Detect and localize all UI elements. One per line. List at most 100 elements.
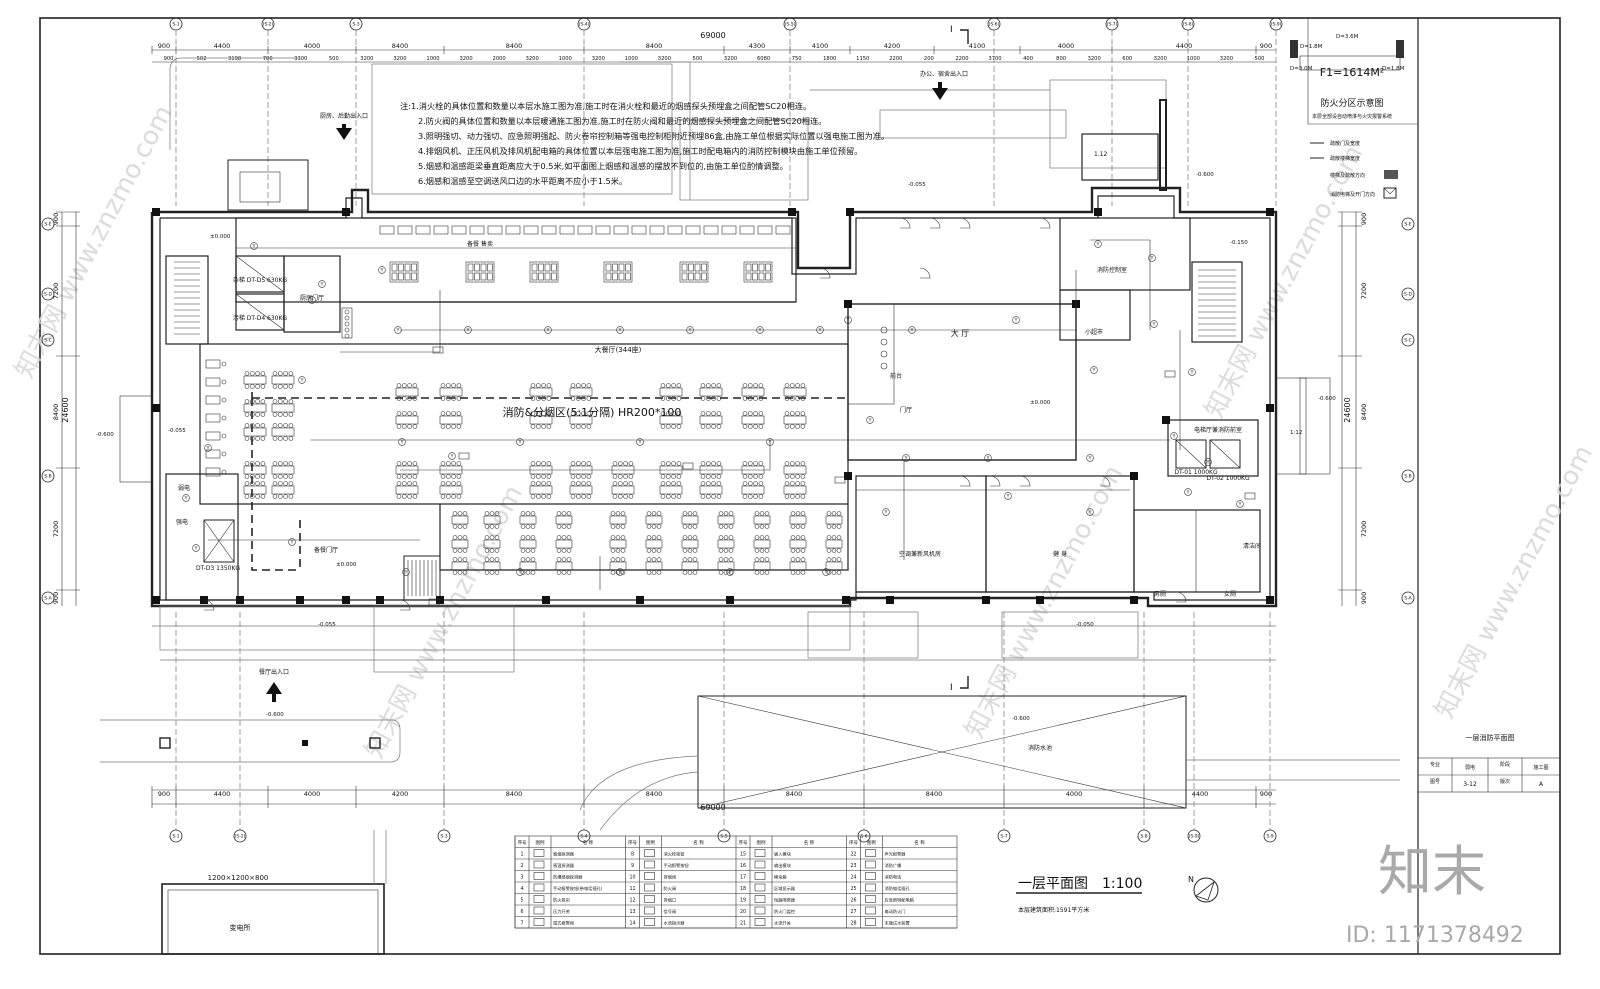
kitchen-counter bbox=[469, 225, 485, 235]
svg-text:专业: 专业 bbox=[1430, 761, 1440, 768]
svg-text:Y: Y bbox=[618, 570, 622, 576]
table-cell: 信号阀 bbox=[664, 908, 677, 915]
elevation-mark: -0.055 bbox=[168, 428, 186, 434]
smoke-detector-icon bbox=[1094, 240, 1102, 248]
table-cell: 应急照明配电箱 bbox=[885, 897, 914, 904]
axis-label: (S-9) bbox=[1189, 834, 1200, 840]
svg-text:Y: Y bbox=[300, 378, 304, 384]
smoke-detector-icon bbox=[204, 444, 212, 452]
axis-label: S-C bbox=[1404, 338, 1412, 344]
smoke-detector-icon bbox=[882, 508, 890, 516]
table-cell: 26 bbox=[850, 898, 856, 904]
dining-table bbox=[483, 515, 501, 525]
dining-table bbox=[271, 485, 295, 495]
svg-text:Y: Y bbox=[1206, 460, 1210, 466]
table-cell: 24 bbox=[850, 875, 856, 881]
room-gym: 健 身 bbox=[1053, 550, 1067, 558]
legend-symbol-icon bbox=[865, 872, 876, 880]
dimension-label: 4200 bbox=[884, 42, 901, 50]
door-swing bbox=[1019, 475, 1031, 487]
dimension-label: 3200 bbox=[724, 56, 737, 62]
kitchen-counter bbox=[541, 225, 557, 235]
dimension-label: 4000 bbox=[304, 42, 321, 50]
svg-text:Y: Y bbox=[1172, 434, 1176, 440]
svg-text:Y: Y bbox=[450, 454, 454, 460]
dining-table bbox=[681, 515, 699, 525]
svg-text:Y: Y bbox=[252, 244, 256, 250]
axis-label: (S-4) bbox=[579, 22, 590, 28]
table-cell: 短路隔离器 bbox=[774, 897, 796, 904]
dimension-label: 7200 bbox=[52, 283, 60, 300]
table-header: 名 称 bbox=[804, 839, 815, 846]
legend-area: F1=1614M² bbox=[1320, 66, 1384, 79]
table-cell: 防火卷帘 bbox=[553, 897, 570, 904]
svg-text:Y: Y bbox=[768, 440, 772, 446]
dimension-label: 900 bbox=[158, 42, 170, 50]
kitchen-counter bbox=[667, 225, 683, 235]
kitchen-counter bbox=[523, 225, 539, 235]
table-cell: 27 bbox=[850, 909, 856, 915]
axis-label: S-9 bbox=[1266, 834, 1273, 840]
table-cell: 手动报警按钮(带电话插孔) bbox=[553, 885, 603, 892]
column bbox=[376, 596, 384, 604]
watermark-text: 知末网 www.znzmo.com bbox=[10, 101, 179, 384]
dining-seating bbox=[205, 359, 843, 575]
svg-text:Y: Y bbox=[904, 456, 908, 462]
table-cell: 10 bbox=[629, 875, 635, 881]
dining-table bbox=[645, 515, 663, 525]
dining-table bbox=[519, 515, 537, 525]
elevator-left: DT-D3 1350KG bbox=[196, 565, 240, 572]
legend-row: 消防电梯及开门方向 bbox=[1330, 187, 1397, 199]
dimension-label: 3200 bbox=[1220, 56, 1233, 62]
dimension-label: 3700 bbox=[988, 56, 1001, 62]
dimension-label: 8400 bbox=[786, 790, 803, 798]
dimension-label: 8400 bbox=[646, 790, 663, 798]
dimension-label: 4300 bbox=[749, 42, 766, 50]
smoke-detector-icon bbox=[984, 454, 992, 462]
dimension-label: 3198 bbox=[228, 56, 241, 62]
axis-bubble bbox=[1401, 469, 1415, 483]
table-header: 名 称 bbox=[914, 839, 925, 846]
dining-table bbox=[555, 561, 573, 571]
legend-d4: D=1.8M bbox=[1382, 66, 1405, 72]
axis-label: S-5 bbox=[720, 834, 727, 840]
door-swing bbox=[919, 267, 931, 279]
smoke-detector-icon bbox=[1004, 492, 1012, 500]
dining-table bbox=[483, 561, 501, 571]
dining-table bbox=[243, 375, 267, 385]
kitchen-stove bbox=[743, 261, 773, 283]
svg-text:Y: Y bbox=[846, 318, 850, 324]
dining-table bbox=[271, 403, 295, 413]
smoke-detector-icon bbox=[726, 568, 734, 576]
table-cell: 压力开关 bbox=[553, 908, 570, 915]
brand-watermark: 知末 ID: 1171378492 bbox=[1346, 840, 1524, 948]
dimension-label: 900 bbox=[164, 56, 174, 62]
legend-symbol-icon bbox=[644, 872, 655, 880]
svg-text:Y: Y bbox=[466, 328, 470, 334]
left-axis-bubbles: S-ES-DS-CS-BS-A bbox=[41, 217, 55, 605]
axis-bubble bbox=[1401, 333, 1415, 347]
dining-table bbox=[717, 561, 735, 571]
dimension-label: 2200 bbox=[889, 56, 902, 62]
smoke-detector-icon bbox=[516, 438, 524, 446]
column bbox=[788, 208, 796, 216]
svg-text:Y: Y bbox=[868, 418, 872, 424]
legend-row: 疏散门及宽度 bbox=[1310, 140, 1360, 147]
elevator-kitchen-1: 杂梯 DT-D5 630KG bbox=[233, 276, 288, 284]
module-box-icon bbox=[458, 452, 470, 460]
smoke-detector-icon bbox=[1170, 432, 1178, 440]
note-line: 3.照明强切、动力强切、应急照明强起、防火卷帘控制箱等强电控制柜附近预埋86盒,… bbox=[418, 131, 889, 141]
entrance-arrow-icon bbox=[932, 88, 948, 100]
column bbox=[1266, 208, 1274, 216]
dining-table bbox=[753, 515, 771, 525]
room-toilet-m: 男厕 bbox=[1154, 591, 1166, 598]
column bbox=[636, 596, 644, 604]
table-cell: 防火阀 bbox=[664, 885, 677, 892]
table-cell: 20 bbox=[740, 909, 746, 915]
drawing-name: 一层消防平面图 bbox=[1466, 733, 1515, 742]
smoke-detector-icon bbox=[192, 544, 200, 552]
table-cell: 感烟探测器 bbox=[553, 851, 575, 858]
